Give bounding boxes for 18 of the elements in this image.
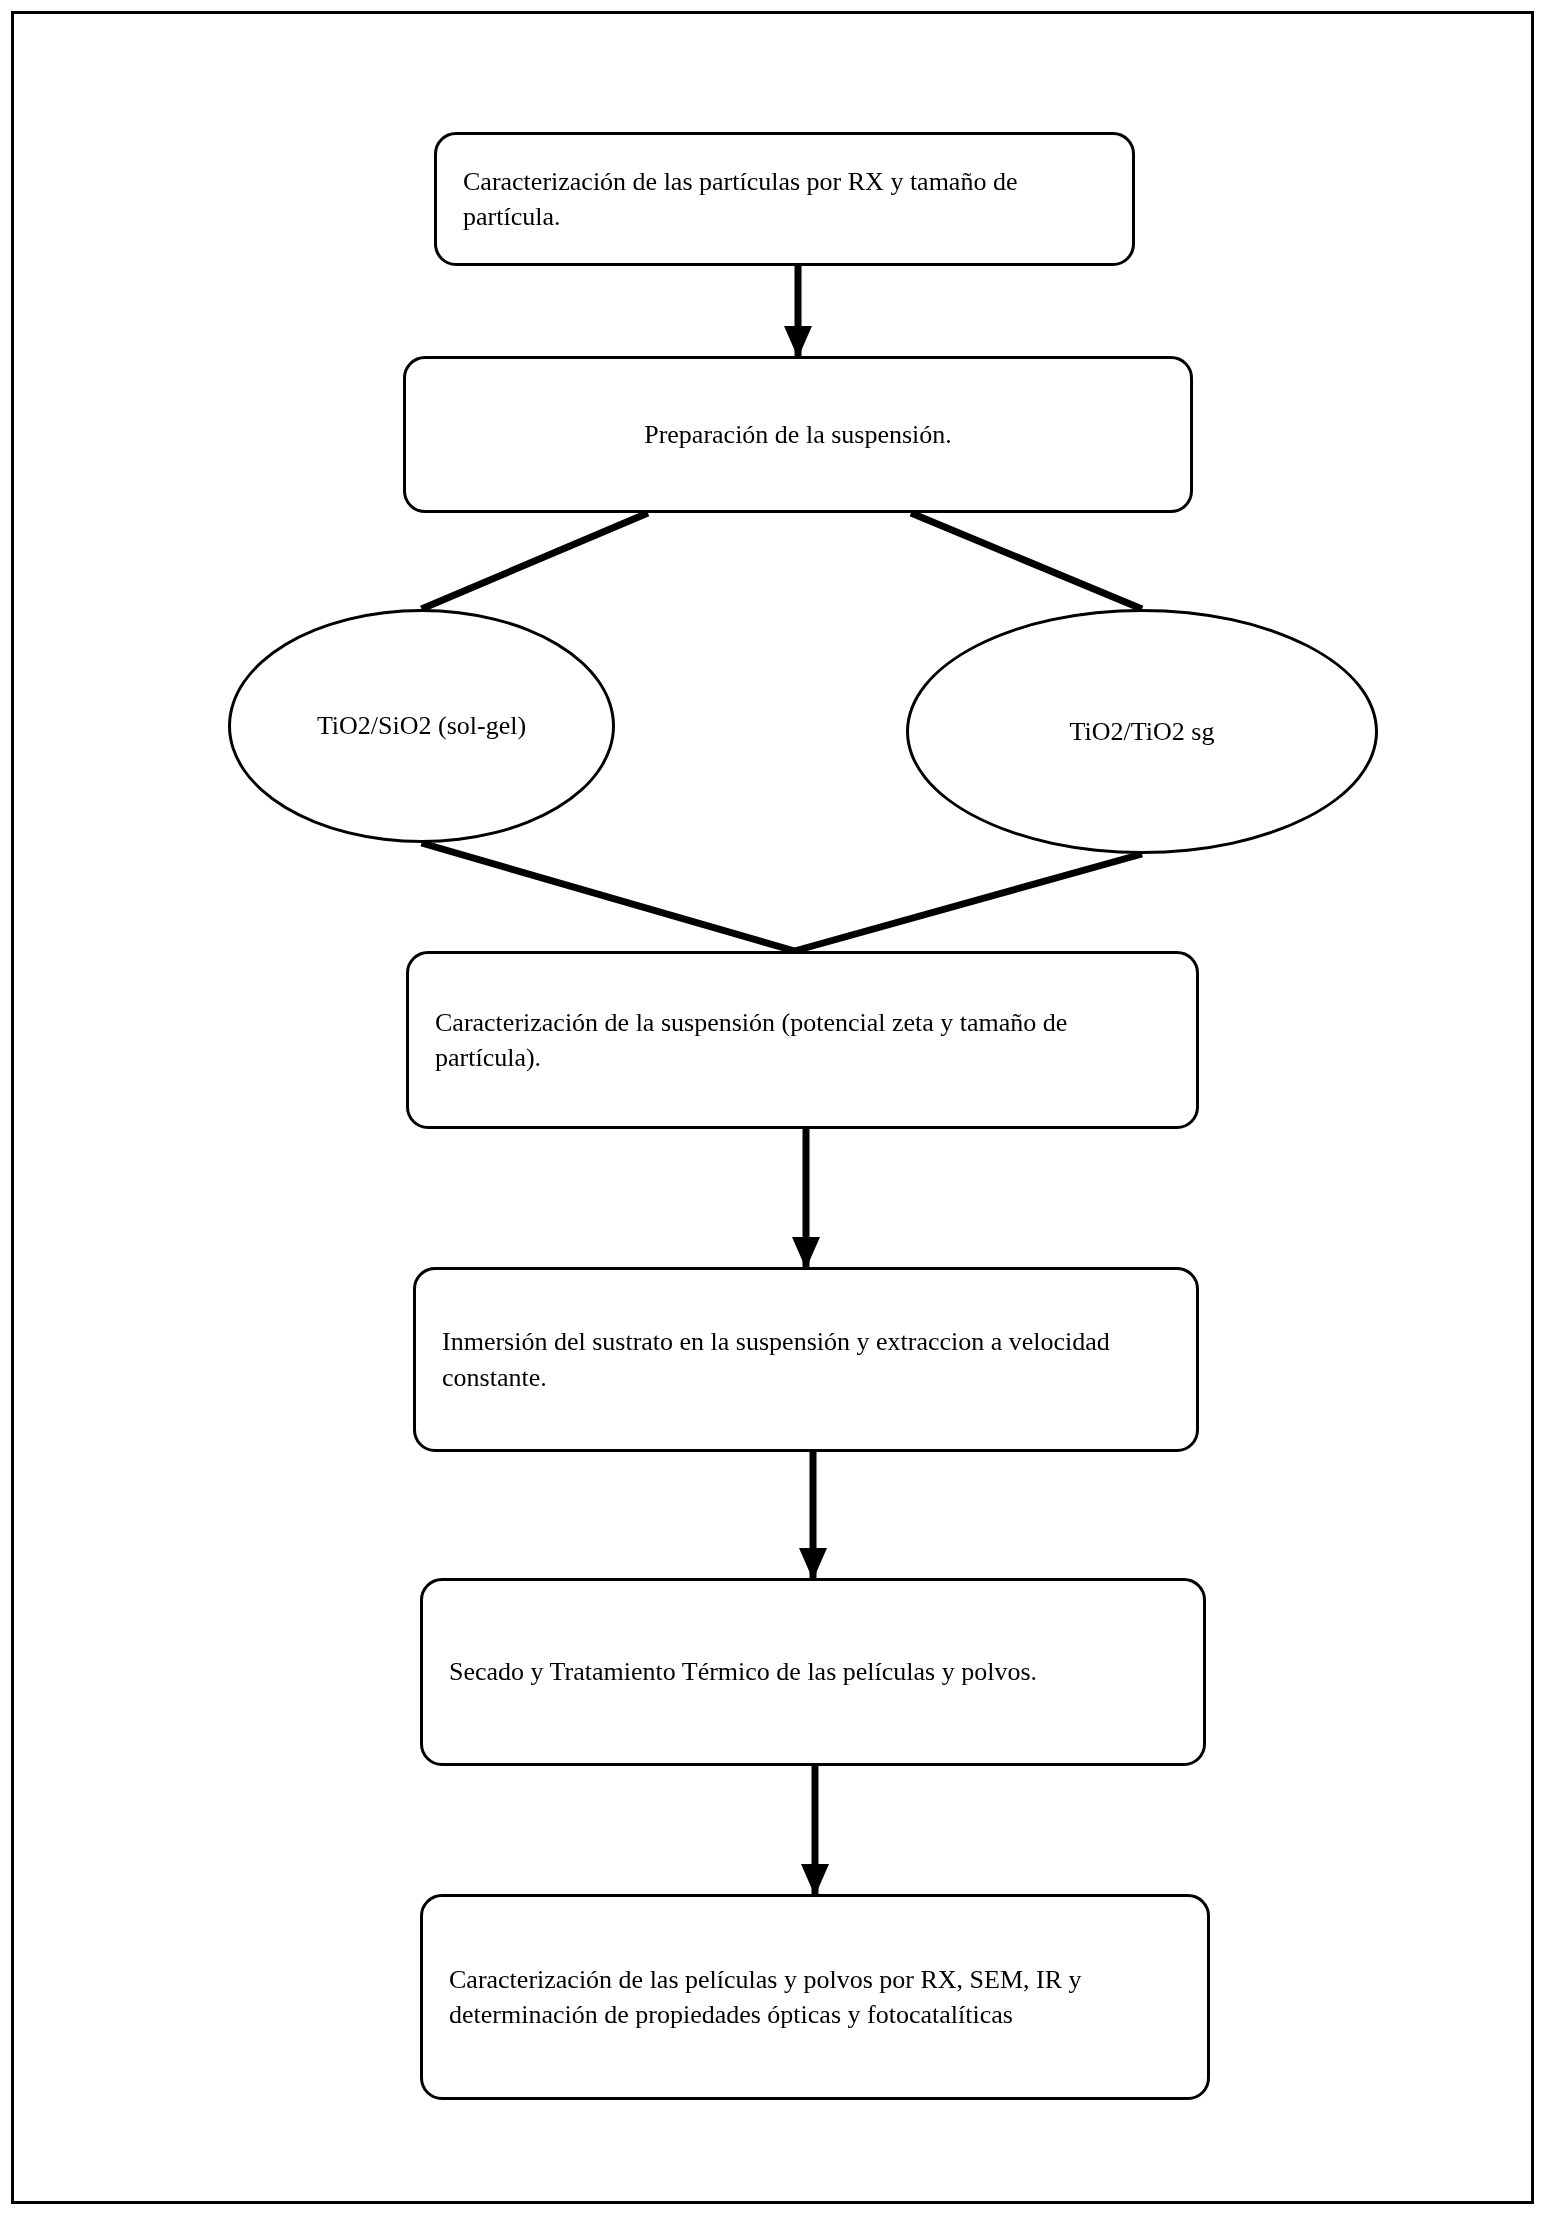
step-text: Caracterización de las partículas por RX y tamaño de partícula. — [463, 165, 1019, 233]
arrow — [792, 1129, 820, 1269]
process-box — [420, 1578, 1206, 1766]
step-text: Caracterización de las películas y polvos por RX, SEM, IR y determinación de propiedades ópticas y fotocatalíticas — [449, 1963, 1083, 2031]
process-box — [413, 1267, 1199, 1452]
step-text: Secado y Tratamiento Térmico de las películas y polvos. — [449, 1656, 1039, 1689]
arrow — [784, 266, 812, 358]
process-box — [403, 356, 1193, 513]
arrow — [799, 1452, 827, 1580]
step-text: Preparación de la suspensión. — [644, 418, 952, 451]
process-box — [420, 1894, 1210, 2100]
process-box — [406, 951, 1199, 1129]
step-text: Caracterización de la suspensión (potencial zeta y tamaño de partícula). — [435, 1006, 1069, 1074]
step-text: TiO2/TiO2 sg — [1069, 715, 1215, 748]
step-text: TiO2/SiO2 (sol-gel) — [316, 710, 527, 743]
step-text: Inmersión del sustrato en la suspensión y extraccion a velocidad constante. — [442, 1326, 1111, 1394]
process-box — [434, 132, 1135, 266]
arrow — [801, 1766, 829, 1896]
